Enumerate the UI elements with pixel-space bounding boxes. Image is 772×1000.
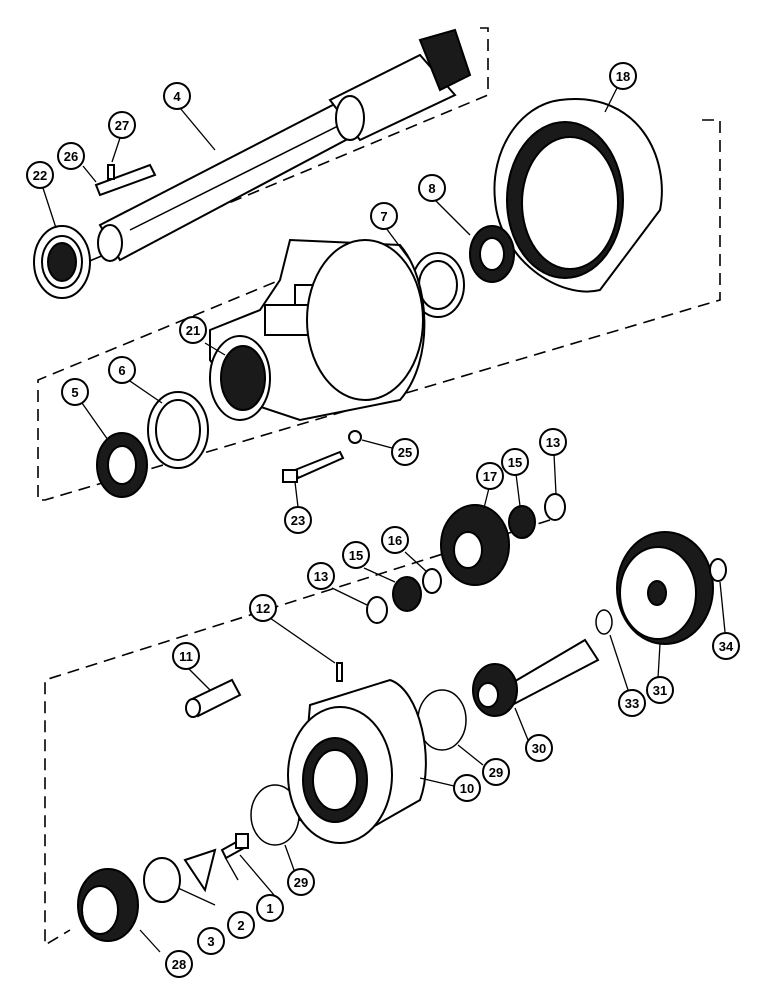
svg-text:23: 23 — [291, 513, 305, 528]
callout-7: 7 — [370, 202, 398, 230]
callout-5: 5 — [61, 378, 89, 406]
svg-text:33: 33 — [625, 696, 639, 711]
svg-text:6: 6 — [118, 363, 125, 378]
callout-21: 21 — [179, 316, 207, 344]
callout-8: 8 — [418, 174, 446, 202]
callout-1: 1 — [256, 894, 284, 922]
washer-part-3 — [143, 857, 181, 903]
bearing-cone-part-8 — [469, 225, 515, 283]
callout-17: 17 — [476, 462, 504, 490]
svg-text:13: 13 — [314, 569, 328, 584]
callout-23: 23 — [284, 506, 312, 534]
callout-16: 16 — [381, 526, 409, 554]
callout-26: 26 — [57, 142, 85, 170]
svg-text:28: 28 — [172, 957, 186, 972]
svg-text:16: 16 — [388, 533, 402, 548]
callout-29-upper: 29 — [482, 758, 510, 786]
callout-15-upper: 15 — [501, 448, 529, 476]
callout-27: 27 — [108, 111, 136, 139]
svg-text:22: 22 — [33, 168, 47, 183]
svg-text:8: 8 — [428, 181, 435, 196]
gear-part-28 — [77, 868, 139, 942]
callout-4: 4 — [163, 82, 191, 110]
svg-text:2: 2 — [237, 918, 244, 933]
lower-dashed-boundary — [44, 519, 551, 947]
planet-gear-part-17 — [440, 504, 510, 586]
svg-text:7: 7 — [380, 209, 387, 224]
middle-dashed-boundary — [37, 119, 721, 501]
housing-part-21 — [209, 238, 426, 422]
svg-text:34: 34 — [719, 639, 734, 654]
svg-text:29: 29 — [489, 765, 503, 780]
callout-10: 10 — [453, 774, 481, 802]
callout-15-lower: 15 — [342, 541, 370, 569]
callout-11: 11 — [172, 642, 200, 670]
washer-part-34 — [709, 558, 727, 582]
key-part-26 — [94, 163, 157, 197]
callout-2: 2 — [227, 911, 255, 939]
leader-lines — [42, 87, 726, 953]
snap-ring-part-33 — [595, 609, 613, 635]
planet-carrier-part-10 — [287, 678, 427, 844]
svg-text:1: 1 — [266, 901, 273, 916]
callout-12: 12 — [249, 594, 277, 622]
bolt-part-23 — [282, 450, 345, 483]
callout-31: 31 — [646, 676, 674, 704]
svg-text:27: 27 — [115, 118, 129, 133]
bearing-cup-part-6 — [147, 391, 209, 469]
callouts: 1 2 3 4 5 6 7 8 10 11 12 13 13 15 15 16 … — [26, 62, 740, 978]
bolt-part-1 — [220, 833, 249, 860]
sun-gear-shaft-part-30 — [472, 638, 600, 717]
svg-text:18: 18 — [616, 69, 630, 84]
needle-bearing-part-15-lower — [392, 576, 422, 612]
callout-33: 33 — [618, 689, 646, 717]
callout-29-lower: 29 — [287, 868, 315, 896]
callout-6: 6 — [108, 356, 136, 384]
svg-text:10: 10 — [460, 781, 474, 796]
svg-text:5: 5 — [71, 385, 78, 400]
pin-part-27 — [107, 164, 115, 180]
nut-part-25 — [348, 430, 362, 444]
svg-text:13: 13 — [546, 435, 560, 450]
upper-dashed-boundary — [79, 27, 489, 266]
svg-text:3: 3 — [207, 934, 214, 949]
callout-18: 18 — [609, 62, 637, 90]
callout-25: 25 — [391, 438, 419, 466]
ring-gear-part-18 — [493, 98, 663, 293]
bearing-cup-part-7 — [411, 252, 465, 318]
callout-13-upper: 13 — [539, 428, 567, 456]
svg-text:11: 11 — [179, 649, 193, 664]
svg-text:4: 4 — [173, 89, 181, 104]
callout-3: 3 — [197, 927, 225, 955]
pin-part-11 — [185, 678, 242, 718]
svg-text:17: 17 — [483, 469, 497, 484]
svg-text:29: 29 — [294, 875, 308, 890]
svg-text:26: 26 — [64, 149, 78, 164]
spacer-part-16 — [422, 568, 442, 594]
callout-28: 28 — [165, 950, 193, 978]
callout-34: 34 — [712, 632, 740, 660]
seal-part-22 — [33, 225, 91, 299]
svg-text:25: 25 — [398, 445, 412, 460]
callout-22: 22 — [26, 161, 54, 189]
callout-30: 30 — [525, 734, 553, 762]
carrier-part-31 — [616, 531, 714, 645]
svg-text:30: 30 — [532, 741, 546, 756]
svg-text:15: 15 — [349, 548, 363, 563]
washer-part-13-lower — [366, 596, 388, 624]
shaft-part-4 — [97, 28, 472, 262]
svg-text:31: 31 — [653, 683, 667, 698]
svg-text:12: 12 — [256, 601, 270, 616]
callout-13-lower: 13 — [307, 562, 335, 590]
bearing-cone-part-5 — [96, 432, 148, 498]
svg-text:15: 15 — [508, 455, 522, 470]
svg-text:21: 21 — [186, 323, 200, 338]
lock-plate-part-2 — [183, 848, 217, 893]
roll-pin-part-12 — [336, 662, 343, 682]
washer-part-13-upper — [544, 493, 566, 521]
needle-bearing-part-15-upper — [508, 505, 536, 539]
